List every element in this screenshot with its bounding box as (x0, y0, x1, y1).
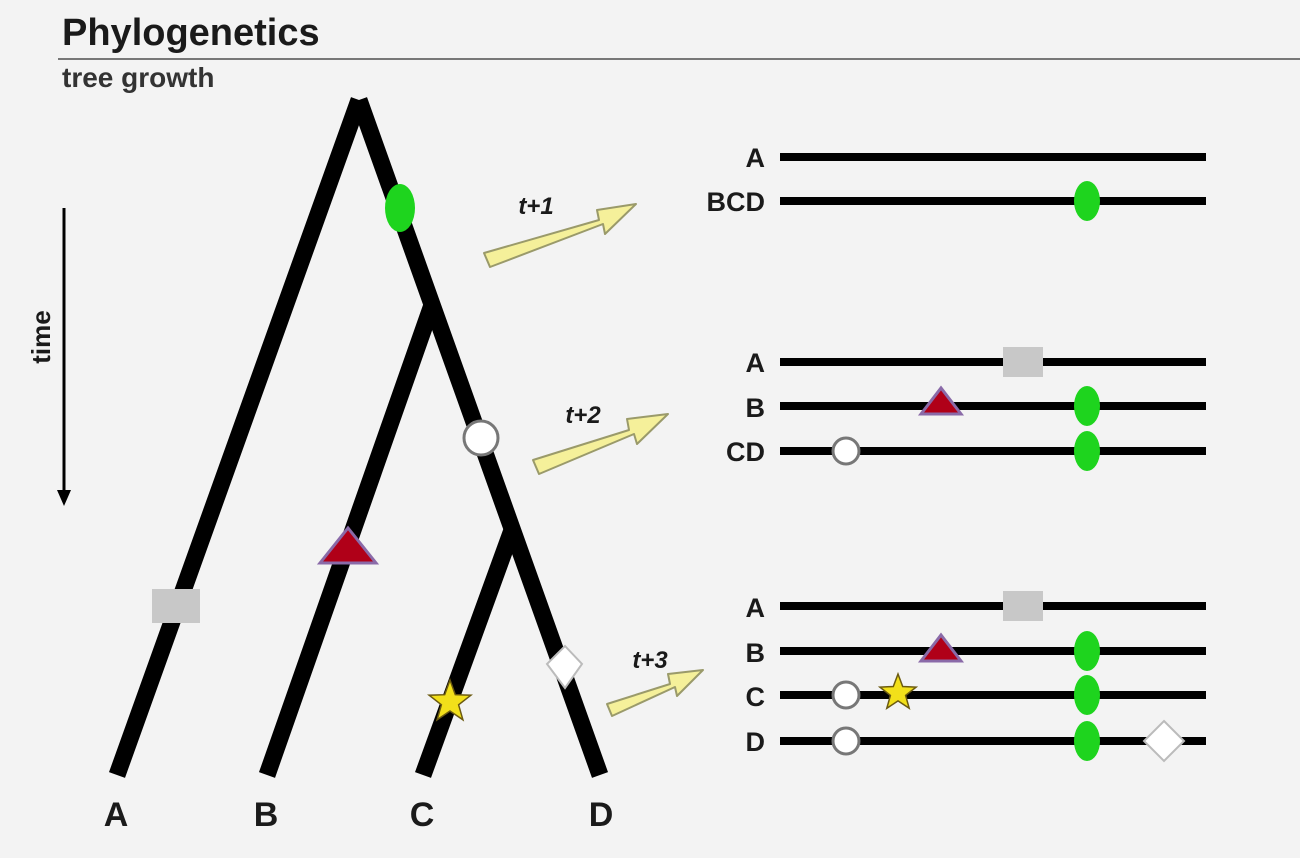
green-oval-icon (1074, 631, 1100, 671)
page-title: Phylogenetics (62, 12, 320, 54)
tip-label-c: C (410, 796, 435, 834)
lineage-row: A (746, 143, 1206, 173)
step-arrow-3: t+3 (606, 647, 704, 717)
tip-labels: A B C D (104, 796, 614, 834)
branch-a (108, 97, 368, 778)
step-2-rows: A B CD (726, 347, 1206, 471)
lineage-row: D (746, 719, 1206, 763)
white-diamond-icon (545, 644, 584, 690)
arrow-icon (532, 413, 669, 475)
red-triangle-icon (917, 385, 965, 416)
time-arrowhead-icon (57, 490, 71, 506)
white-circle-icon (462, 419, 500, 457)
lineage-label: CD (726, 437, 765, 467)
lineage-row: A (746, 591, 1206, 623)
green-oval-icon (1074, 386, 1100, 426)
tip-label-d: D (589, 796, 614, 834)
time-axis: time (26, 208, 71, 506)
lineage-label: A (746, 348, 766, 378)
branch-c (415, 527, 520, 778)
lineage-label: A (746, 593, 766, 623)
lineage-label: C (746, 682, 766, 712)
step-3-rows: A B C D (746, 591, 1206, 763)
lineage-row: C (746, 671, 1206, 715)
lineage-label: B (746, 638, 766, 668)
lineage-row: B (746, 385, 1206, 426)
step-1-rows: A BCD (707, 143, 1206, 221)
tip-label-b: B (254, 796, 279, 834)
yellow-star-icon (877, 671, 919, 711)
green-oval-icon (1074, 181, 1100, 221)
green-oval-icon (1074, 675, 1100, 715)
gray-square-icon (1003, 347, 1043, 377)
step-label-t1: t+1 (518, 193, 553, 220)
white-circle-icon (831, 436, 861, 466)
lineage-label: D (746, 727, 766, 757)
page-subtitle: tree growth (62, 62, 215, 93)
lineage-row: B (746, 631, 1206, 671)
title-divider (58, 58, 1300, 60)
time-label: time (26, 310, 56, 363)
step-arrow-1: t+1 (483, 193, 637, 268)
green-oval-icon (1074, 721, 1100, 761)
step-label-t3: t+3 (632, 647, 668, 674)
step-arrow-2: t+2 (532, 402, 669, 475)
lineage-row: BCD (707, 181, 1206, 221)
tree-markers (152, 184, 584, 722)
green-oval-icon (385, 184, 415, 232)
lineage-label: BCD (707, 187, 766, 217)
lineage-row: A (746, 347, 1206, 378)
gray-square-icon (152, 589, 200, 623)
white-diamond-icon (1142, 719, 1186, 763)
gray-square-icon (1003, 591, 1043, 621)
lineage-row: CD (726, 431, 1206, 471)
white-circle-icon (831, 726, 861, 756)
arrow-icon (606, 669, 704, 717)
step-label-t2: t+2 (565, 402, 601, 429)
green-oval-icon (1074, 431, 1100, 471)
step-arrows: t+1 t+2 t+3 (483, 193, 704, 717)
white-circle-icon (831, 680, 861, 710)
red-triangle-icon (917, 632, 965, 663)
red-triangle-icon (316, 525, 380, 565)
lineage-label: B (746, 393, 766, 423)
yellow-star-icon (427, 677, 473, 722)
arrow-icon (483, 203, 637, 268)
lineage-label: A (746, 143, 766, 173)
tip-label-a: A (104, 796, 129, 834)
